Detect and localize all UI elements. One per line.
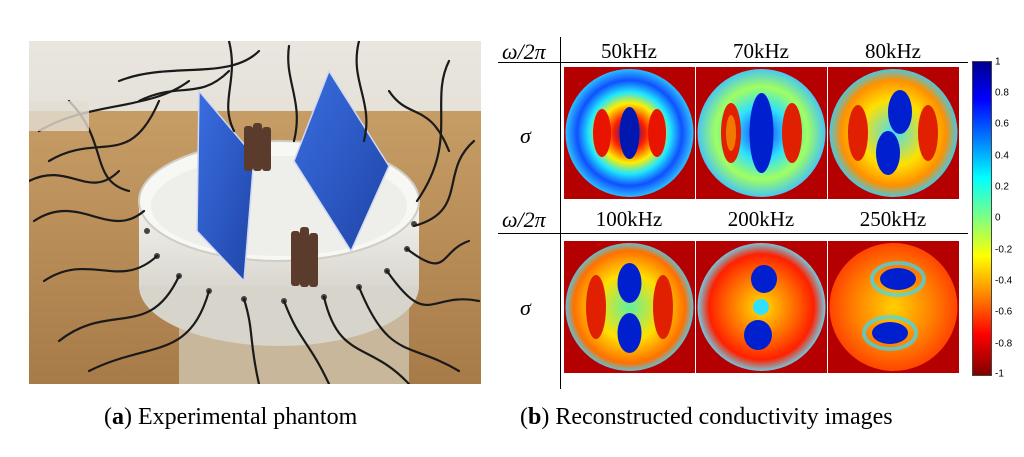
header-rule-1 xyxy=(498,62,968,63)
frequency-row-label-2: ω/2π xyxy=(502,207,546,232)
conductivity-image-80khz xyxy=(828,67,959,199)
frequency-label-200khz: 200kHz xyxy=(727,207,795,231)
conductivity-image-70khz xyxy=(696,67,827,199)
caption-b-text: Reconstructed conductivity images xyxy=(555,404,893,430)
caption-a-text: Experimental phantom xyxy=(138,404,358,430)
caption-a-letter: a xyxy=(112,404,124,430)
colorbar-tick: 0.8 xyxy=(995,87,1009,99)
frequency-label-50khz: 50kHz xyxy=(601,39,657,63)
colorbar-tick: 1 xyxy=(995,56,1001,68)
label-column-rule xyxy=(560,37,561,389)
frequency-row-label-1: ω/2π xyxy=(502,39,546,64)
colorbar-tick: 0.4 xyxy=(995,150,1009,162)
colorbar-tick: 0.2 xyxy=(995,181,1009,193)
caption-b: (b) Reconstructed conductivity images xyxy=(520,404,893,430)
sigma-row-label-2: σ xyxy=(520,295,531,320)
experimental-phantom-photo xyxy=(29,41,481,384)
conductivity-image-50khz xyxy=(564,67,695,199)
conductivity-image-250khz xyxy=(828,241,959,373)
header-rule-2 xyxy=(498,233,968,234)
colorbar-tick: -0.2 xyxy=(995,244,1013,256)
colorbar-tick: -0.6 xyxy=(995,306,1013,318)
colorbar-tick: 0.6 xyxy=(995,118,1009,130)
frequency-label-70khz: 70kHz xyxy=(733,39,789,63)
caption-a: (a) Experimental phantom xyxy=(104,404,358,430)
caption-b-letter: b xyxy=(528,404,542,430)
colorbar-tick: 0 xyxy=(995,212,1001,224)
sigma-row-label-1: σ xyxy=(520,123,531,148)
frequency-label-250khz: 250kHz xyxy=(859,207,927,231)
frequency-label-100khz: 100kHz xyxy=(595,207,663,231)
colorbar-tick: -0.8 xyxy=(995,338,1013,350)
conductivity-image-100khz xyxy=(564,241,695,373)
frequency-label-80khz: 80kHz xyxy=(865,39,921,63)
colorbar-tick: -1 xyxy=(995,368,1004,380)
colorbar-tick: -0.4 xyxy=(995,275,1013,287)
reconstruction-grid: ω/2π 50kHz 70kHz 80kHz σ xyxy=(498,37,973,389)
colorbar xyxy=(972,61,992,376)
conductivity-image-200khz xyxy=(696,241,827,373)
